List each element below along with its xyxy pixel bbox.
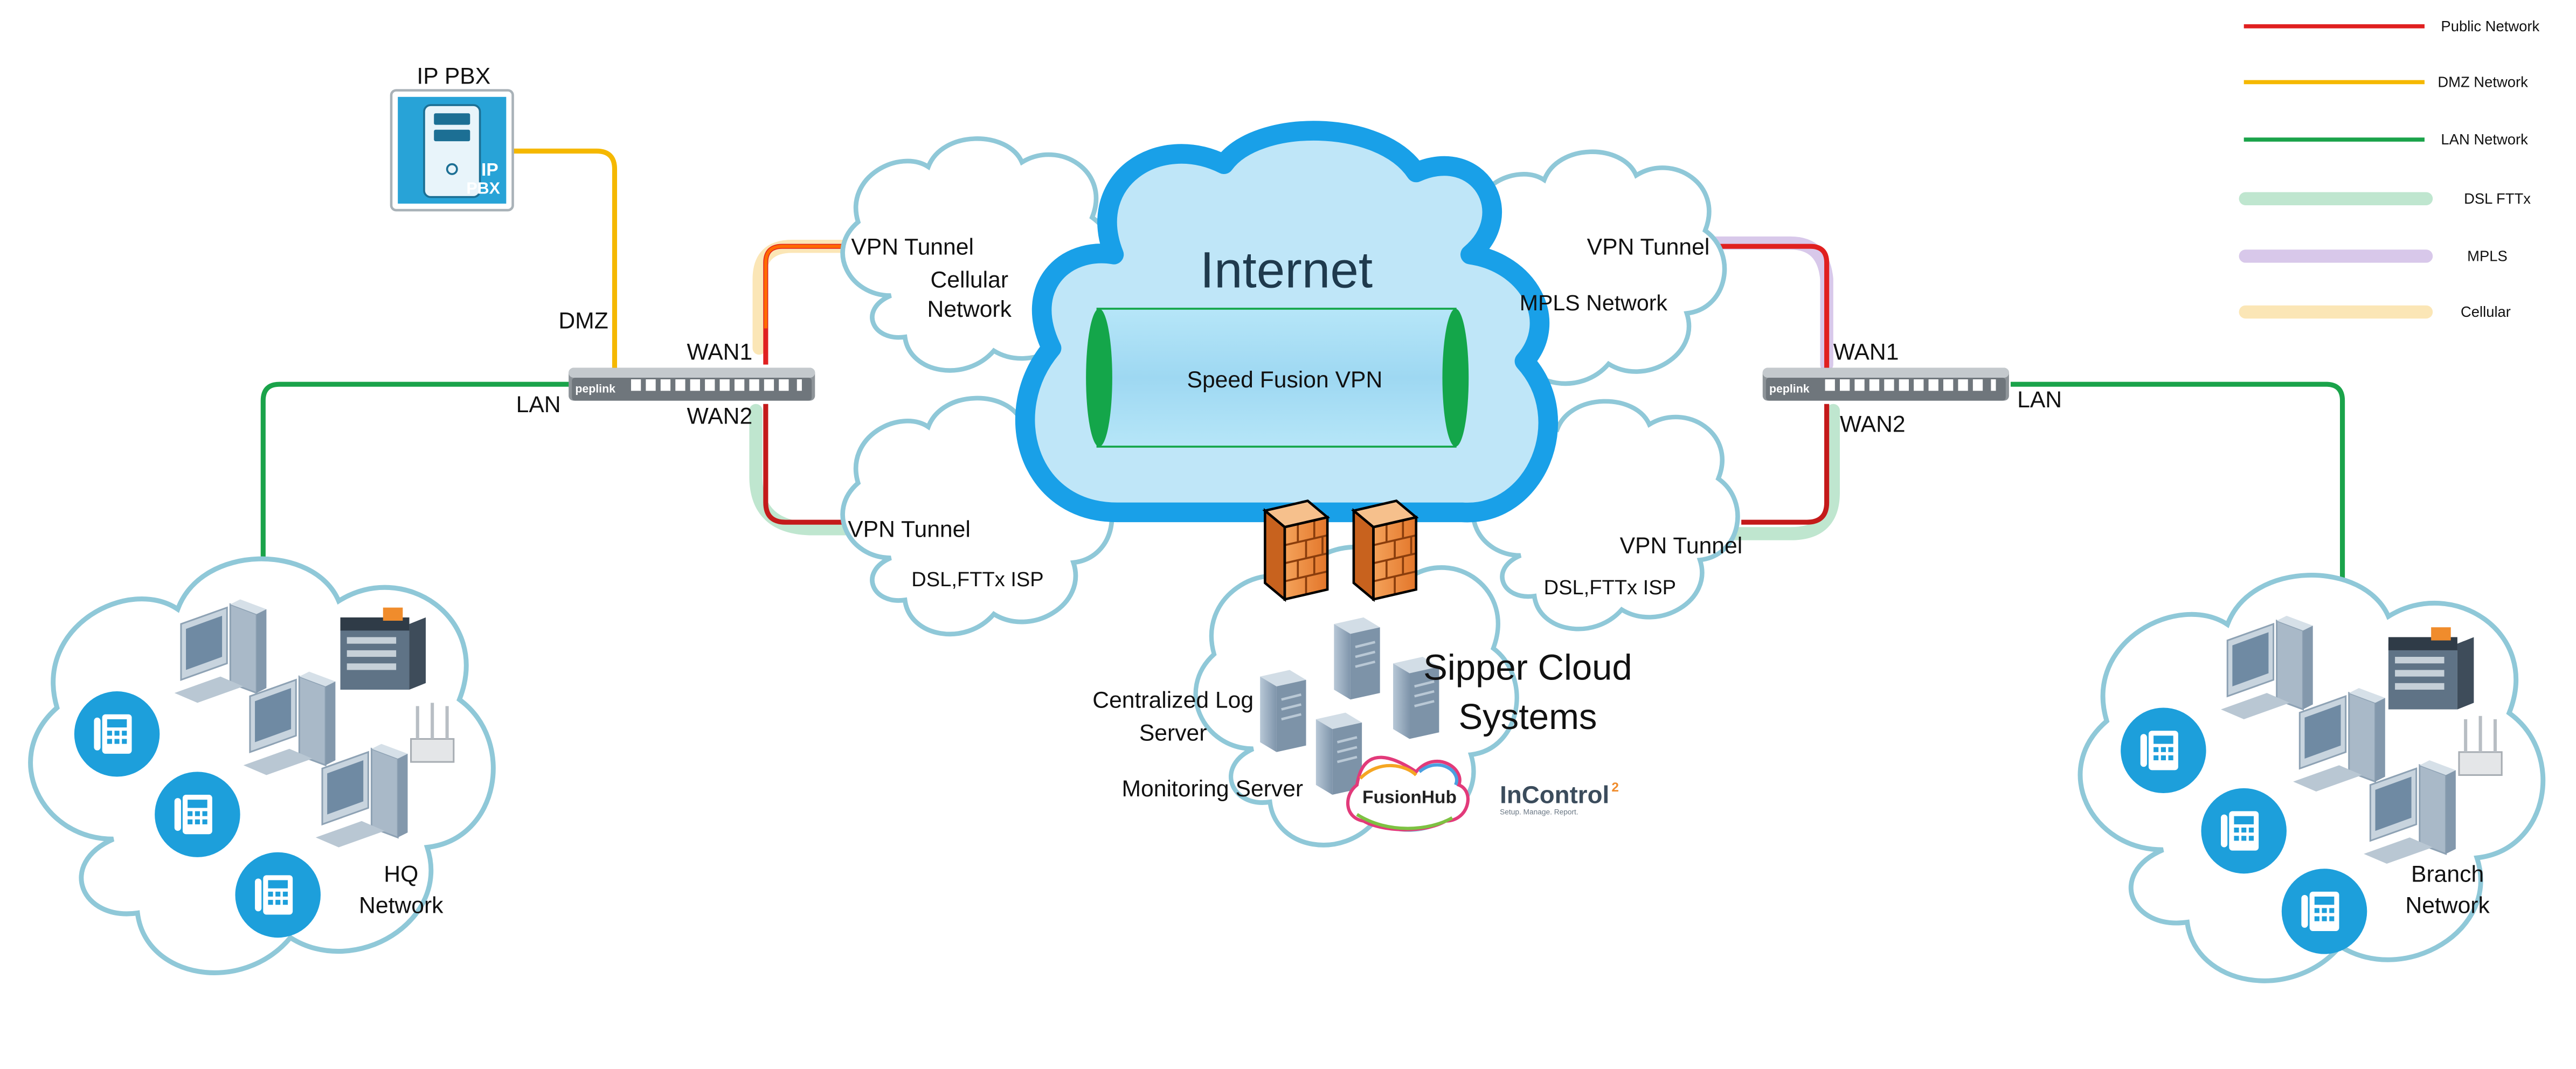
phone-icon [2281,869,2367,954]
incontrol-sup: 2 [1611,780,1619,795]
incontrol-tagline: Setup. Manage. Report. [1500,808,1578,816]
cellular-network-label-line2: Network [927,296,1012,322]
branch-network-label-line2: Network [2405,892,2490,918]
incontrol-text: InControl [1500,781,1609,808]
ip-pbx-icon-text1: IP [481,160,498,180]
branch-router-brand: peplink [1769,382,1810,395]
legend-label: LAN Network [2441,131,2528,148]
dsl-right-vpn-tunnel-label: VPN Tunnel [1620,533,1743,559]
server-icon [1316,713,1362,795]
hq-wan2-label: WAN2 [687,403,753,429]
branch-network-label-line1: Branch [2411,862,2484,887]
mpls-network-label: MPLS Network [1520,290,1668,315]
branch-wan2-label: WAN2 [1840,412,1906,438]
hq-wan1-label: WAN1 [687,339,753,365]
hq-network-label-line1: HQ [384,862,418,887]
legend-label: DMZ Network [2437,74,2528,91]
legend-item-public: Public Network [2243,18,2539,34]
speed-fusion-label: Speed Fusion VPN [1187,367,1383,393]
dmz-link-pbx [513,148,618,368]
wifi-router-icon [410,702,455,763]
ip-pbx-icon-text2: PBX [466,179,500,198]
firewall-icon [1354,501,1416,600]
legend-item-dmz: DMZ Network [2243,74,2528,91]
server-icon [1260,670,1306,752]
branch-lan-label: LAN [2017,387,2062,413]
fusionhub-logo: FusionHub [1346,755,1470,831]
fusionhub-text: FusionHub [1362,787,1457,807]
dsl-left-isp-label: DSL,FTTx ISP [911,568,1043,591]
legend-item-dsl: DSL FTTx [2239,190,2531,207]
dsl-right-isp-label: DSL,FTTx ISP [1544,577,1676,599]
legend-label: MPLS [2467,248,2508,265]
cellular-vpn-tunnel-label: VPN Tunnel [851,234,974,260]
public-link-wan1-branch [1715,244,1830,368]
public-link-wan2-hq [763,404,848,525]
phone-icon [74,691,160,777]
phone-icon [2121,707,2206,793]
legend-item-cellular: Cellular [2239,303,2511,320]
mpls-vpn-tunnel-label: VPN Tunnel [1587,234,1710,260]
speed-fusion-tunnel [1086,308,1469,448]
dsl-left-vpn-tunnel-label: VPN Tunnel [848,517,971,543]
public-link-wan2-branch [1741,404,1830,525]
phone-icon [235,852,321,938]
public-link-wan1-hq [763,244,851,365]
legend-label: DSL FTTx [2464,190,2531,207]
firewall-icon [1265,501,1327,600]
legend-label: Public Network [2441,18,2539,34]
hq-lan-label: LAN [516,392,561,418]
cellular-network-label-line1: Cellular [930,267,1008,293]
public-link-wan1-hq-accent [764,245,851,329]
hq-router-brand: peplink [575,382,615,395]
internet-title: Internet [1200,241,1373,299]
phone-icon [2201,788,2287,874]
wifi-router-icon [2458,715,2503,776]
branch-wan1-label: WAN1 [1833,339,1899,365]
hq-network-label-line2: Network [359,892,444,918]
lan-link-hq [260,381,572,592]
hq-router: peplink [569,367,815,401]
ip-pbx-label: IP PBX [417,63,490,89]
sipper-title-line1: Sipper Cloud [1423,648,1632,688]
legend-item-lan: LAN Network [2243,131,2528,148]
legend: Public Network DMZ Network LAN Network D… [2239,18,2539,320]
sipper-title-line2: Systems [1458,697,1597,737]
log-server-label-line2: Server [1139,720,1207,746]
legend-item-mpls: MPLS [2239,248,2508,265]
ip-pbx-icon: IP PBX [390,89,514,212]
legend-label: Cellular [2461,303,2511,320]
lan-link-branch [2010,381,2345,608]
log-server-label-line1: Centralized Log [1092,688,1254,713]
server-icon [1334,617,1380,699]
phone-icon [155,772,240,857]
monitoring-server-label: Monitoring Server [1121,776,1303,802]
incontrol-logo: InControl 2 Setup. Manage. Report. [1500,780,1619,816]
branch-router: peplink [1762,367,2009,401]
hq-dmz-label: DMZ [558,308,608,334]
